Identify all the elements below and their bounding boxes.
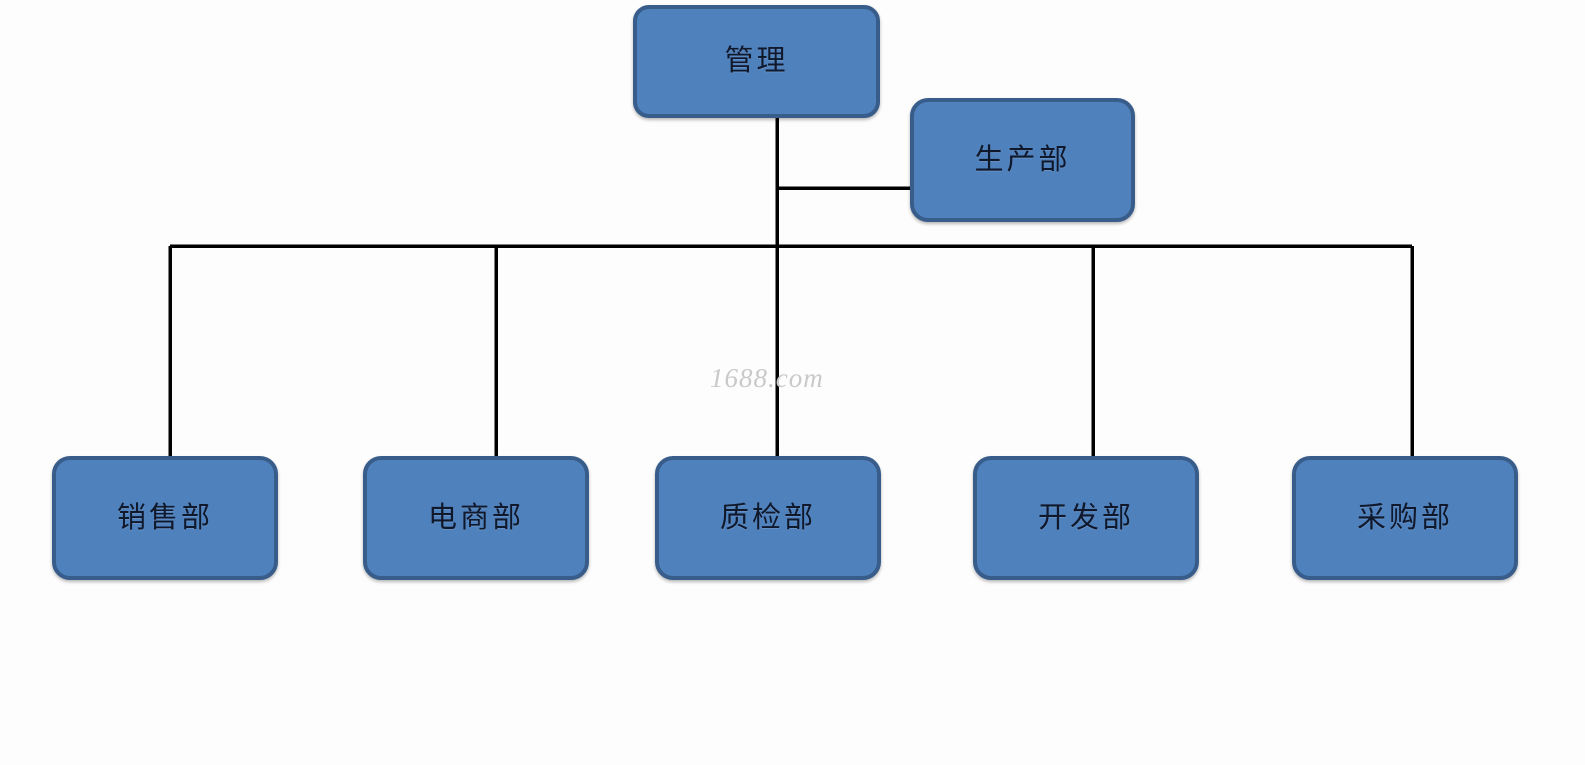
node-sales-label: 销售部	[116, 501, 213, 534]
node-ecommerce[interactable]: 电商部	[363, 456, 589, 580]
node-quality-label: 质检部	[719, 501, 816, 534]
node-production-label: 生产部	[974, 143, 1071, 176]
node-production[interactable]: 生产部	[910, 98, 1135, 222]
node-management[interactable]: 管理	[633, 5, 880, 118]
node-quality[interactable]: 质检部	[655, 456, 881, 580]
node-management-label: 管理	[724, 45, 789, 77]
node-sales[interactable]: 销售部	[52, 456, 278, 580]
node-ecommerce-label: 电商部	[427, 501, 524, 534]
node-purchasing-label: 采购部	[1356, 501, 1453, 534]
node-development[interactable]: 开发部	[973, 456, 1199, 580]
node-development-label: 开发部	[1037, 501, 1134, 534]
watermark-text: 1688.com	[710, 363, 824, 393]
node-purchasing[interactable]: 采购部	[1292, 456, 1518, 580]
